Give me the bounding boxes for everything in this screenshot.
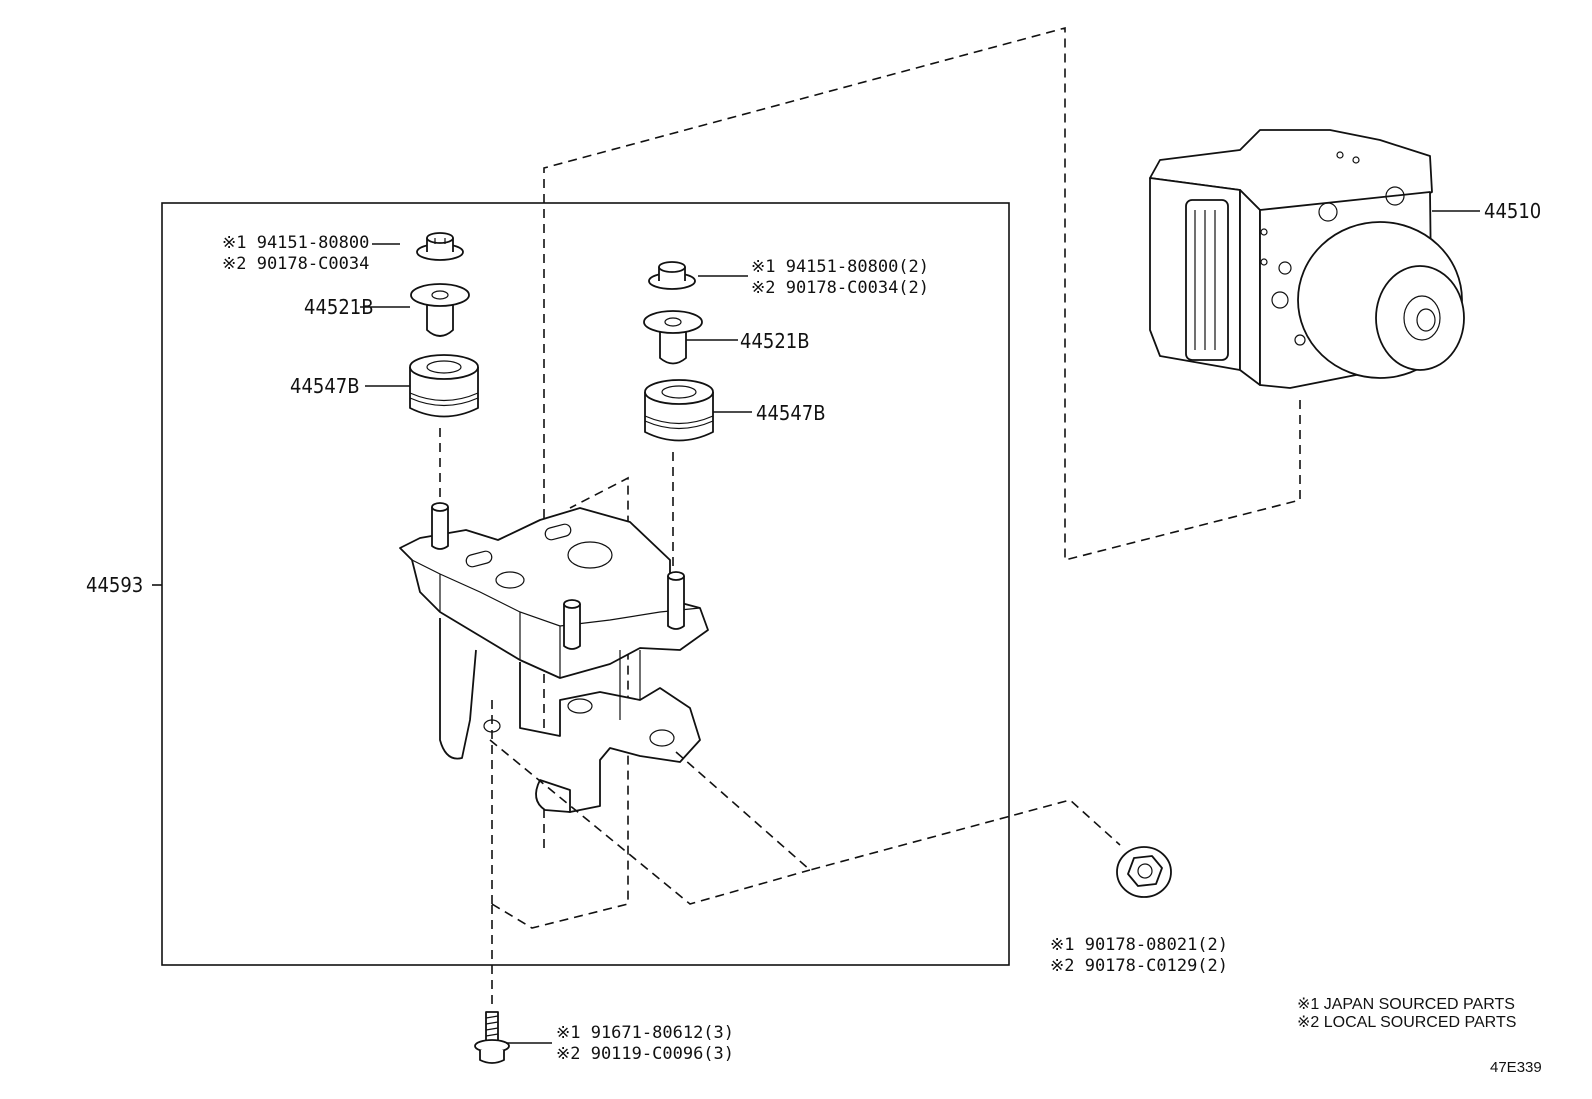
bolt-icon [474, 1011, 510, 1064]
label-collar-left: 44521B [304, 295, 374, 319]
label-44593: 44593 [86, 573, 143, 597]
label-flange-nut-1: ※1 90178-08021(2) [1050, 935, 1228, 955]
label-nut-left-1: ※1 94151-80800 [222, 233, 369, 253]
label-flange-nut-2: ※2 90178-C0129(2) [1050, 956, 1228, 976]
label-bolt-1: ※1 91671-80612(3) [556, 1023, 734, 1043]
abs-actuator-icon [1149, 129, 1465, 389]
label-nut-right-1: ※1 94151-80800(2) [751, 257, 929, 277]
nut-right-icon [648, 261, 696, 290]
label-bolt-2: ※2 90119-C0096(3) [556, 1044, 734, 1064]
legend-line-1: ※1 JAPAN SOURCED PARTS [1297, 996, 1515, 1013]
legend-line-2: ※2 LOCAL SOURCED PARTS [1297, 1014, 1516, 1031]
nut-left-icon [416, 232, 464, 261]
collar-right-icon [643, 310, 703, 365]
label-grommet-left: 44547B [290, 374, 360, 398]
flange-nut-icon [1116, 846, 1172, 898]
dashed-to-flange-nut [675, 751, 1121, 871]
label-grommet-right: 44547B [756, 401, 826, 425]
assembly-frame [161, 202, 1010, 966]
grommet-left-icon [409, 354, 479, 418]
label-44510: 44510 [1484, 199, 1541, 223]
collar-left-icon [410, 283, 470, 337]
figure-code: 47E339 [1490, 1059, 1542, 1076]
dashed-outline-bracket [491, 476, 629, 929]
dashed-outline-actuator [543, 26, 1301, 848]
grommet-right-icon [644, 379, 714, 442]
dashed-bracket-lower [489, 739, 811, 905]
label-nut-right-2: ※2 90178-C0034(2) [751, 278, 929, 298]
bracket-icon [399, 502, 709, 813]
label-collar-right: 44521B [740, 329, 810, 353]
label-nut-left-2: ※2 90178-C0034 [222, 254, 369, 274]
